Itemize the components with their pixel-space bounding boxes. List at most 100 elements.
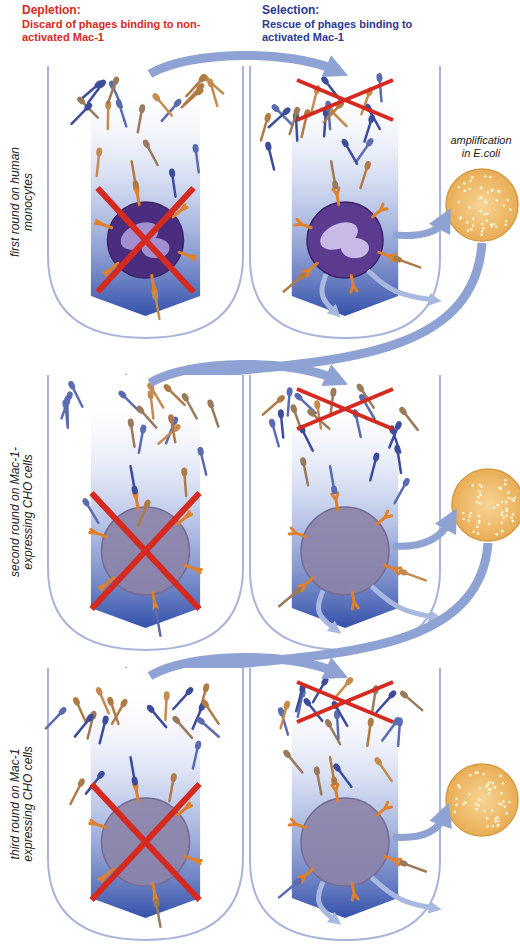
phage-head [332,762,342,773]
bacterial-colony [494,820,497,823]
phage-head [171,715,181,726]
mac1-receptor [333,188,339,205]
phage-head [387,689,397,700]
phage-tail [70,786,79,804]
phage-head [397,717,404,726]
phage-head [302,697,312,708]
phage [95,686,112,715]
bacterial-colony [508,801,511,804]
phage-head [181,467,188,476]
phage-head [297,271,308,281]
phage-head [264,112,272,122]
bacterial-colony [513,500,516,503]
mac1-receptor [289,528,305,536]
phage-tail [75,721,88,737]
bacterial-colony [495,226,498,229]
phage-head [313,766,321,776]
bacterial-colony [501,514,504,517]
phage-tail [120,107,126,126]
phage [394,444,404,473]
bacterial-colony [493,507,496,510]
phage-head [320,676,330,687]
bacterial-colony [490,223,493,226]
phage-tail [302,118,307,137]
ecoli-plate [446,169,518,241]
phage-tail [339,771,351,787]
bacterial-colony [475,802,478,805]
bacterial-colony [484,175,487,178]
phage [340,138,359,166]
phage-tail [331,161,334,181]
phage-tail [100,724,105,743]
phage [395,717,403,746]
bacterial-colony [462,518,465,521]
bacterial-colony [501,530,504,533]
phage-head [142,138,152,149]
phage-head [127,418,134,428]
bacterial-colony [496,533,499,536]
discard-cross [92,493,200,609]
phage-tail [72,110,86,124]
bacterial-colony [485,219,488,222]
phage [73,713,96,739]
phage-head [332,180,339,190]
bacterial-colony [488,788,491,791]
phage [192,144,202,173]
selection-heading: Selection: [262,4,442,17]
bacterial-colony [483,810,486,813]
bacterial-colony [471,176,474,179]
phage-head [95,686,104,697]
bacterial-colony [454,811,457,814]
phage [181,467,189,496]
amplification-arrow [393,816,444,837]
phage-head [197,446,205,456]
amplification-label: amplification in E.coli [446,134,516,160]
phage-head [102,715,110,725]
phage-tail [46,714,60,728]
mac1-receptor [179,252,195,259]
phage-tail [131,427,134,447]
mac1-receptor [134,784,139,801]
bacterial-colony [482,773,485,776]
phage-tail [151,399,153,419]
phage-head [330,776,337,786]
phage-tail [101,695,109,713]
bacterial-colony [463,190,466,193]
bacterial-colony [507,491,510,494]
phage [197,446,210,475]
rescue-arrow [318,882,335,920]
phage [151,92,174,118]
phage-tail [281,418,283,438]
phage [332,762,354,788]
phage-tail [407,697,422,710]
rescue-arrow [371,586,434,617]
phage [358,160,372,189]
bacterial-colony [479,787,482,790]
mac1-receptor [384,856,400,864]
bacterial-colony [505,507,508,510]
phage [313,766,324,795]
phage-head [194,86,205,96]
phage-head [147,390,154,400]
phage [278,700,291,729]
phage-head [143,499,152,510]
phage-head [399,689,410,699]
phage-head [398,859,409,868]
bacterial-colony [487,783,490,786]
phage-head [72,696,81,707]
phage-tail [131,757,134,777]
bacterial-colony [477,804,480,807]
phage-tail [261,121,267,140]
bacterial-colony [497,824,500,827]
bacterial-colony [459,217,462,220]
phage-head [135,404,145,415]
phage-tail [290,115,296,134]
phage-tail [407,865,426,872]
phage-head [344,676,354,687]
bacterial-colony [491,189,494,192]
bacterial-colony [504,479,507,482]
gradient-strip [91,78,200,316]
phage-head [167,414,174,424]
next-round-arrow [120,243,482,387]
phage-head [394,420,403,431]
